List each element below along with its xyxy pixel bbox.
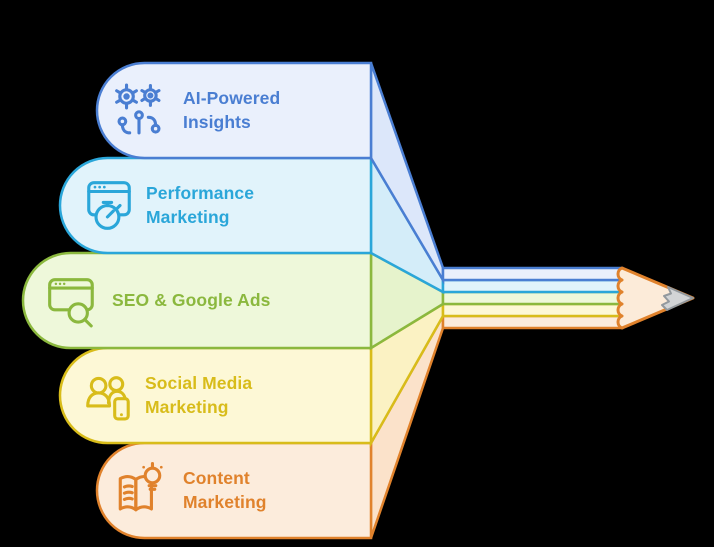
band-label-content: Content Marketing	[183, 467, 267, 512]
band-pill	[21, 251, 373, 350]
band-group-seo	[21, 250, 624, 351]
band-label-performance: Performance Marketing	[146, 182, 255, 227]
band-group-content-marketing	[95, 311, 624, 540]
band-pill	[95, 61, 373, 160]
band-pill	[95, 441, 373, 540]
band-group-performance	[58, 153, 624, 295]
band-stripe	[441, 278, 624, 294]
people-phone-icon	[86, 376, 130, 421]
band-group-social-media	[58, 301, 624, 448]
band-pill	[58, 346, 373, 445]
band-label-seo: SEO & Google Ads	[112, 289, 271, 310]
book-lightbulb-icon	[118, 462, 163, 512]
band-group-ai-insights	[95, 61, 624, 285]
browser-stopwatch-icon	[87, 181, 131, 230]
pencil-wood	[616, 266, 695, 330]
band-stripe	[441, 290, 624, 306]
band-stripe	[441, 302, 624, 318]
band-stripe	[441, 314, 624, 330]
band-stripe	[441, 266, 624, 282]
band-label-ai-insights: AI-Powered Insights	[183, 87, 281, 132]
band-label-social-media: Social Media Marketing	[145, 372, 253, 417]
pencil-tip	[616, 266, 695, 330]
band-pill	[58, 156, 373, 255]
ai-insights-icon	[115, 83, 161, 135]
browser-search-icon	[48, 278, 94, 328]
pencil-graphite	[661, 286, 694, 311]
